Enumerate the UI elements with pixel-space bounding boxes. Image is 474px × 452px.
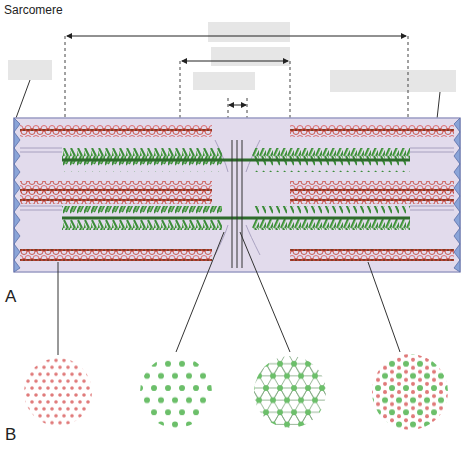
dimension-arrow <box>67 36 406 105</box>
blank-label-box <box>8 22 456 92</box>
panel-letter: A <box>5 287 16 307</box>
leader-line <box>58 232 400 355</box>
sarcomere-body <box>14 118 460 272</box>
m-line <box>232 140 242 268</box>
panel-letter: B <box>5 425 16 445</box>
dashed-guide <box>65 36 408 120</box>
thick-filament <box>62 148 410 230</box>
z-disc <box>14 118 460 272</box>
cross-section <box>20 352 450 432</box>
figure-title: Sarcomere <box>4 3 63 17</box>
